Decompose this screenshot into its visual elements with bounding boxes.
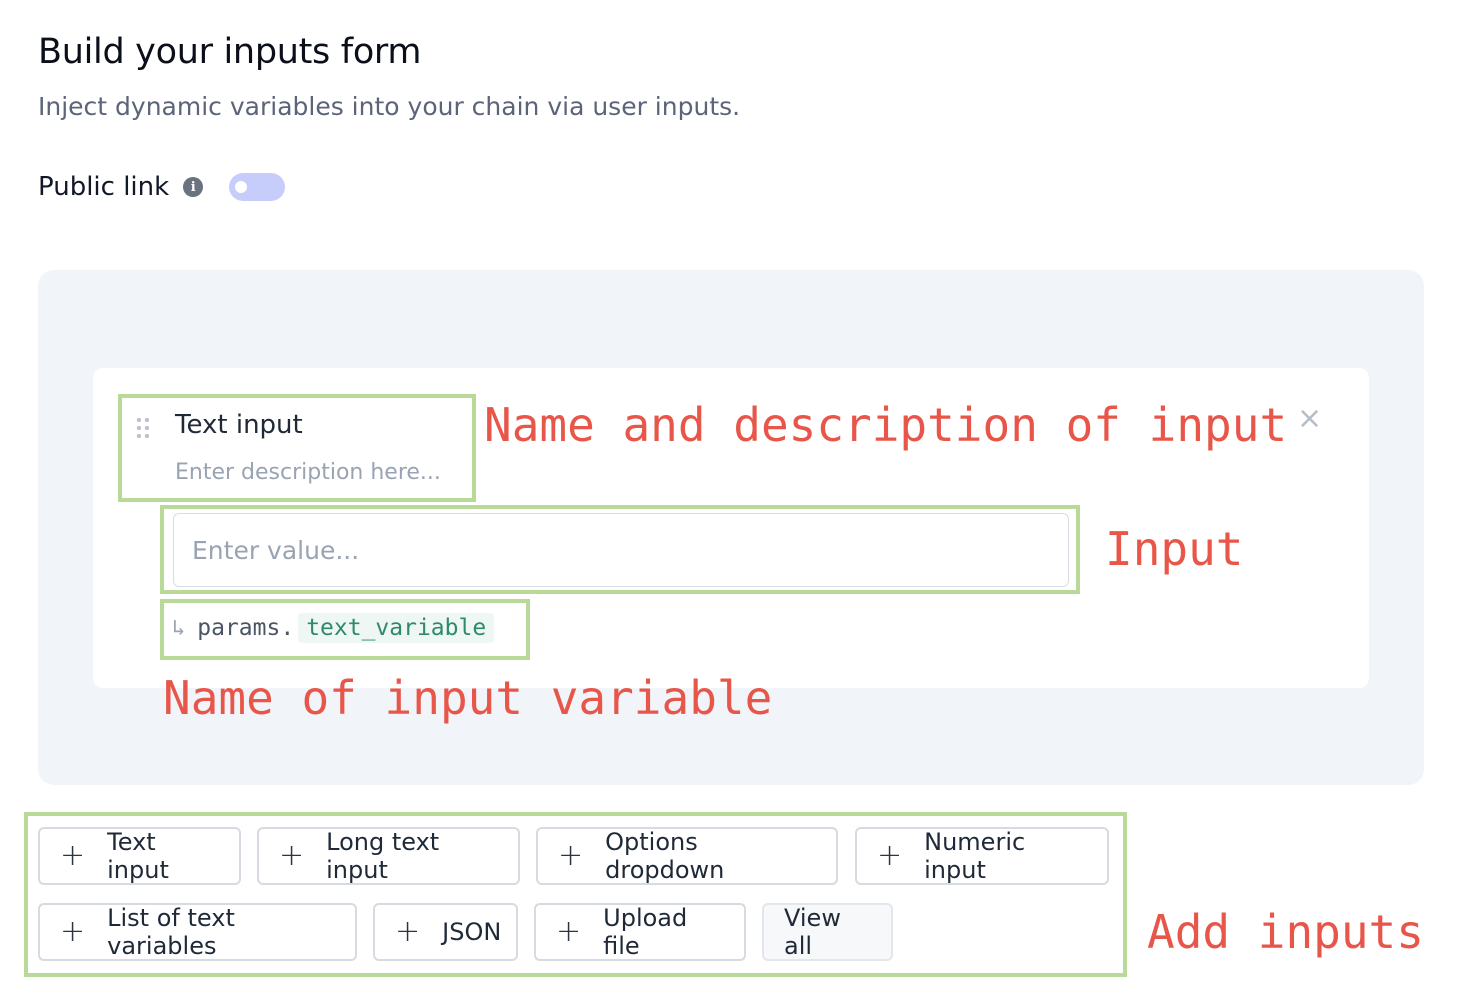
plus-icon: + (395, 914, 421, 949)
annotation-box-add-inputs (24, 812, 1127, 977)
variable-prefix: params. (197, 615, 295, 641)
annotation-box-input (160, 505, 1080, 594)
page-title: Build your inputs form (38, 32, 422, 72)
plus-icon: + (279, 838, 305, 873)
public-link-row: Public link i (38, 170, 286, 204)
add-options-dropdown-button[interactable]: + Options dropdown (536, 827, 838, 885)
button-label: List of text variables (107, 904, 235, 960)
input-name[interactable]: Text input (175, 410, 303, 440)
button-label: JSON (442, 918, 502, 946)
add-text-input-button[interactable]: + Text input (38, 827, 241, 885)
button-label: View all (784, 904, 841, 960)
button-label: Numeric input (924, 828, 1026, 884)
annotation-add-inputs: Add inputs (1147, 905, 1424, 959)
variable-name-row: ↳ params. text_variable (172, 610, 495, 646)
view-all-button[interactable]: View all (762, 903, 893, 961)
public-link-toggle[interactable] (229, 173, 286, 201)
button-label: Text input (107, 828, 169, 884)
value-input[interactable] (173, 513, 1069, 587)
plus-icon: + (556, 914, 582, 949)
annotation-variable: Name of input variable (163, 671, 773, 725)
public-link-label: Public link (38, 172, 170, 202)
add-upload-file-button[interactable]: + Upload file (534, 903, 746, 961)
annotation-box-variable (160, 599, 530, 660)
drag-handle-icon[interactable] (137, 418, 153, 440)
button-label: Long text input (326, 828, 440, 884)
variable-name[interactable]: text_variable (298, 613, 495, 643)
button-label: Options dropdown (605, 828, 725, 884)
close-icon[interactable]: × (1297, 401, 1323, 436)
return-arrow-icon: ↳ (172, 615, 186, 641)
button-label: Upload file (603, 904, 688, 960)
toggle-knob (235, 181, 248, 193)
add-numeric-input-button[interactable]: + Numeric input (855, 827, 1109, 885)
plus-icon: + (60, 838, 86, 873)
plus-icon: + (877, 838, 903, 873)
add-list-of-text-variables-button[interactable]: + List of text variables (38, 903, 357, 961)
info-icon[interactable]: i (183, 177, 204, 197)
plus-icon: + (558, 838, 584, 873)
annotation-box-name-desc (118, 394, 476, 502)
page-subtitle: Inject dynamic variables into your chain… (38, 92, 741, 121)
add-long-text-input-button[interactable]: + Long text input (257, 827, 520, 885)
annotation-input: Input (1105, 522, 1244, 576)
add-json-button[interactable]: + JSON (373, 903, 518, 961)
plus-icon: + (60, 914, 86, 949)
input-description[interactable]: Enter description here... (175, 460, 441, 485)
annotation-name-desc: Name and description of input (484, 398, 1288, 452)
